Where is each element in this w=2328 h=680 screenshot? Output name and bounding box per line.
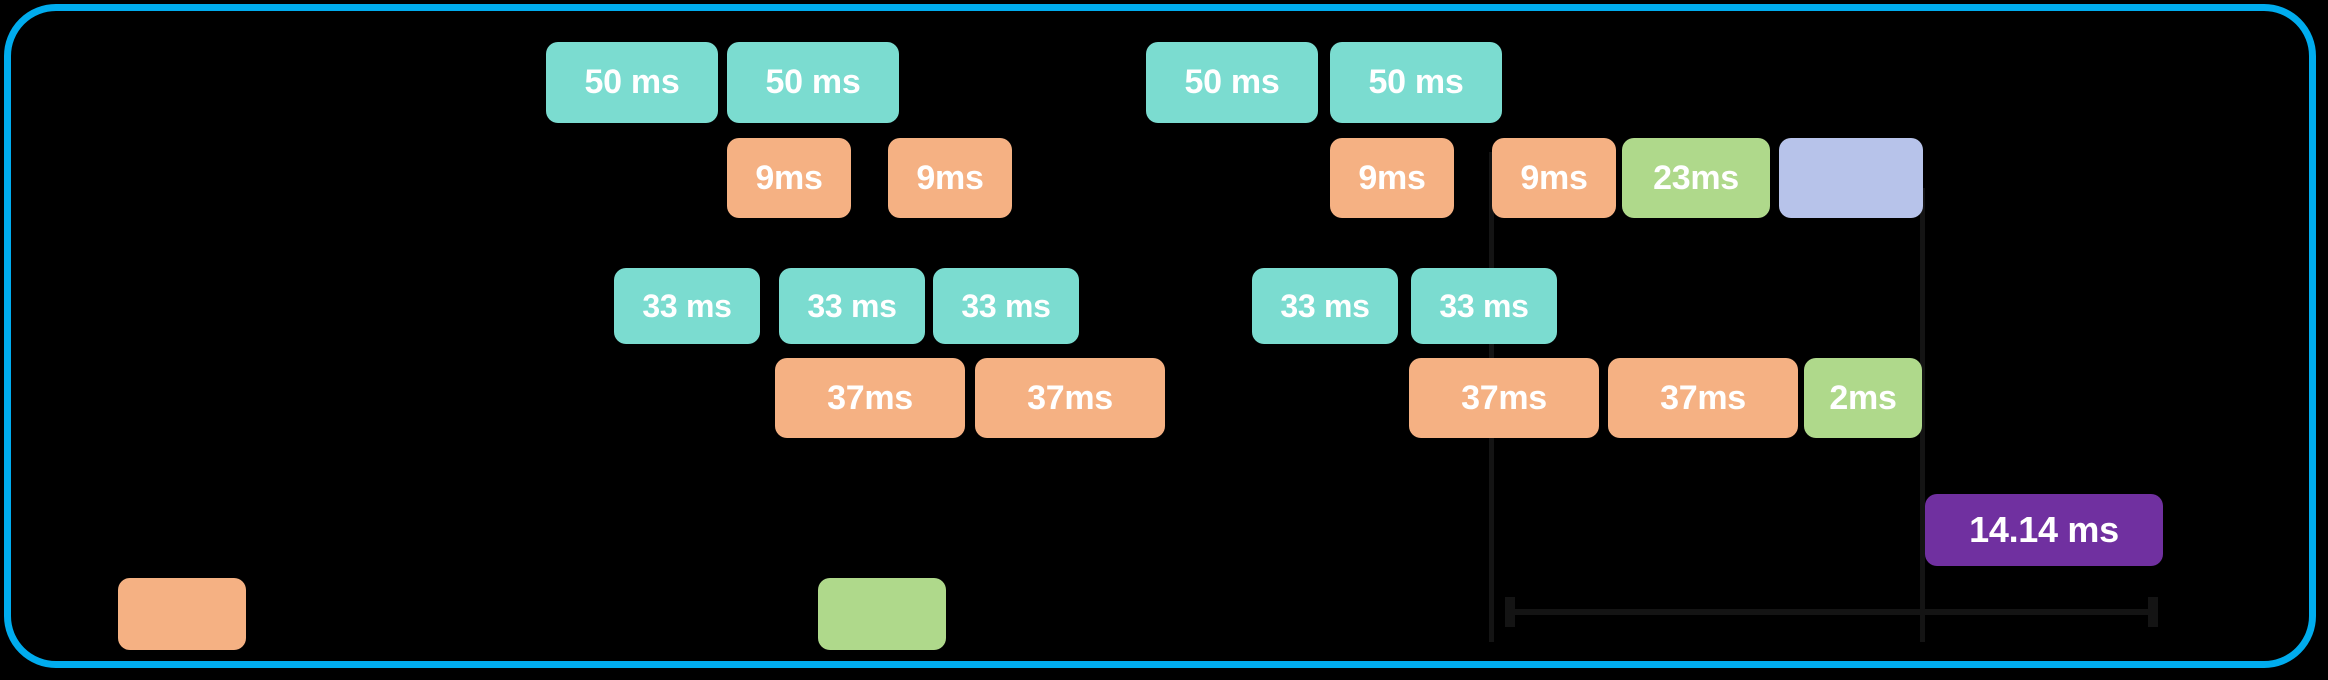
block-label: 2ms xyxy=(1829,378,1897,417)
block-label: 50 ms xyxy=(1368,63,1464,101)
block-row-2-9ms-2[interactable]: 9ms xyxy=(1330,138,1454,218)
block-row-3-33ms-0[interactable]: 33 ms xyxy=(614,268,760,344)
block-row-4-37ms-0[interactable]: 37ms xyxy=(775,358,965,438)
block-label: 50 ms xyxy=(584,63,680,101)
block-label: 37ms xyxy=(1027,378,1113,417)
block-row-2-unlabeled-5[interactable] xyxy=(1779,138,1923,218)
span-duration-badge[interactable]: 14.14 ms xyxy=(1925,494,2163,566)
block-label: 33 ms xyxy=(1439,287,1529,324)
block-row-1-50ms-2[interactable]: 50 ms xyxy=(1146,42,1318,123)
span-arrow xyxy=(1505,597,2158,627)
block-row-3-33ms-1[interactable]: 33 ms xyxy=(779,268,925,344)
block-row-4-37ms-1[interactable]: 37ms xyxy=(975,358,1165,438)
block-row-3-33ms-3[interactable]: 33 ms xyxy=(1252,268,1398,344)
span-duration-label: 14.14 ms xyxy=(1969,509,2119,550)
legend-swatch-orange xyxy=(118,578,246,650)
block-label: 33 ms xyxy=(1280,287,1370,324)
connector-right xyxy=(1920,188,1925,642)
block-label: 9ms xyxy=(755,158,823,197)
block-row-4-2ms-4[interactable]: 2ms xyxy=(1804,358,1922,438)
block-label: 23ms xyxy=(1653,158,1739,197)
block-row-2-23ms-4[interactable]: 23ms xyxy=(1622,138,1770,218)
block-label: 50 ms xyxy=(765,63,861,101)
block-row-3-33ms-4[interactable]: 33 ms xyxy=(1411,268,1557,344)
block-row-4-37ms-3[interactable]: 37ms xyxy=(1608,358,1798,438)
block-row-2-9ms-0[interactable]: 9ms xyxy=(727,138,851,218)
block-label: 33 ms xyxy=(642,287,732,324)
block-row-1-50ms-0[interactable]: 50 ms xyxy=(546,42,718,123)
block-label: 37ms xyxy=(1461,378,1547,417)
block-label: 9ms xyxy=(1358,158,1426,197)
block-label: 37ms xyxy=(1660,378,1746,417)
block-row-3-33ms-2[interactable]: 33 ms xyxy=(933,268,1079,344)
block-row-2-9ms-1[interactable]: 9ms xyxy=(888,138,1012,218)
block-label: 9ms xyxy=(1520,158,1588,197)
block-label: 9ms xyxy=(916,158,984,197)
block-row-1-50ms-3[interactable]: 50 ms xyxy=(1330,42,1502,123)
block-label: 50 ms xyxy=(1184,63,1280,101)
block-label: 37ms xyxy=(827,378,913,417)
block-row-2-9ms-3[interactable]: 9ms xyxy=(1492,138,1616,218)
block-label: 33 ms xyxy=(807,287,897,324)
legend-swatch-green xyxy=(818,578,946,650)
block-row-4-37ms-2[interactable]: 37ms xyxy=(1409,358,1599,438)
block-row-1-50ms-1[interactable]: 50 ms xyxy=(727,42,899,123)
block-label: 33 ms xyxy=(961,287,1051,324)
